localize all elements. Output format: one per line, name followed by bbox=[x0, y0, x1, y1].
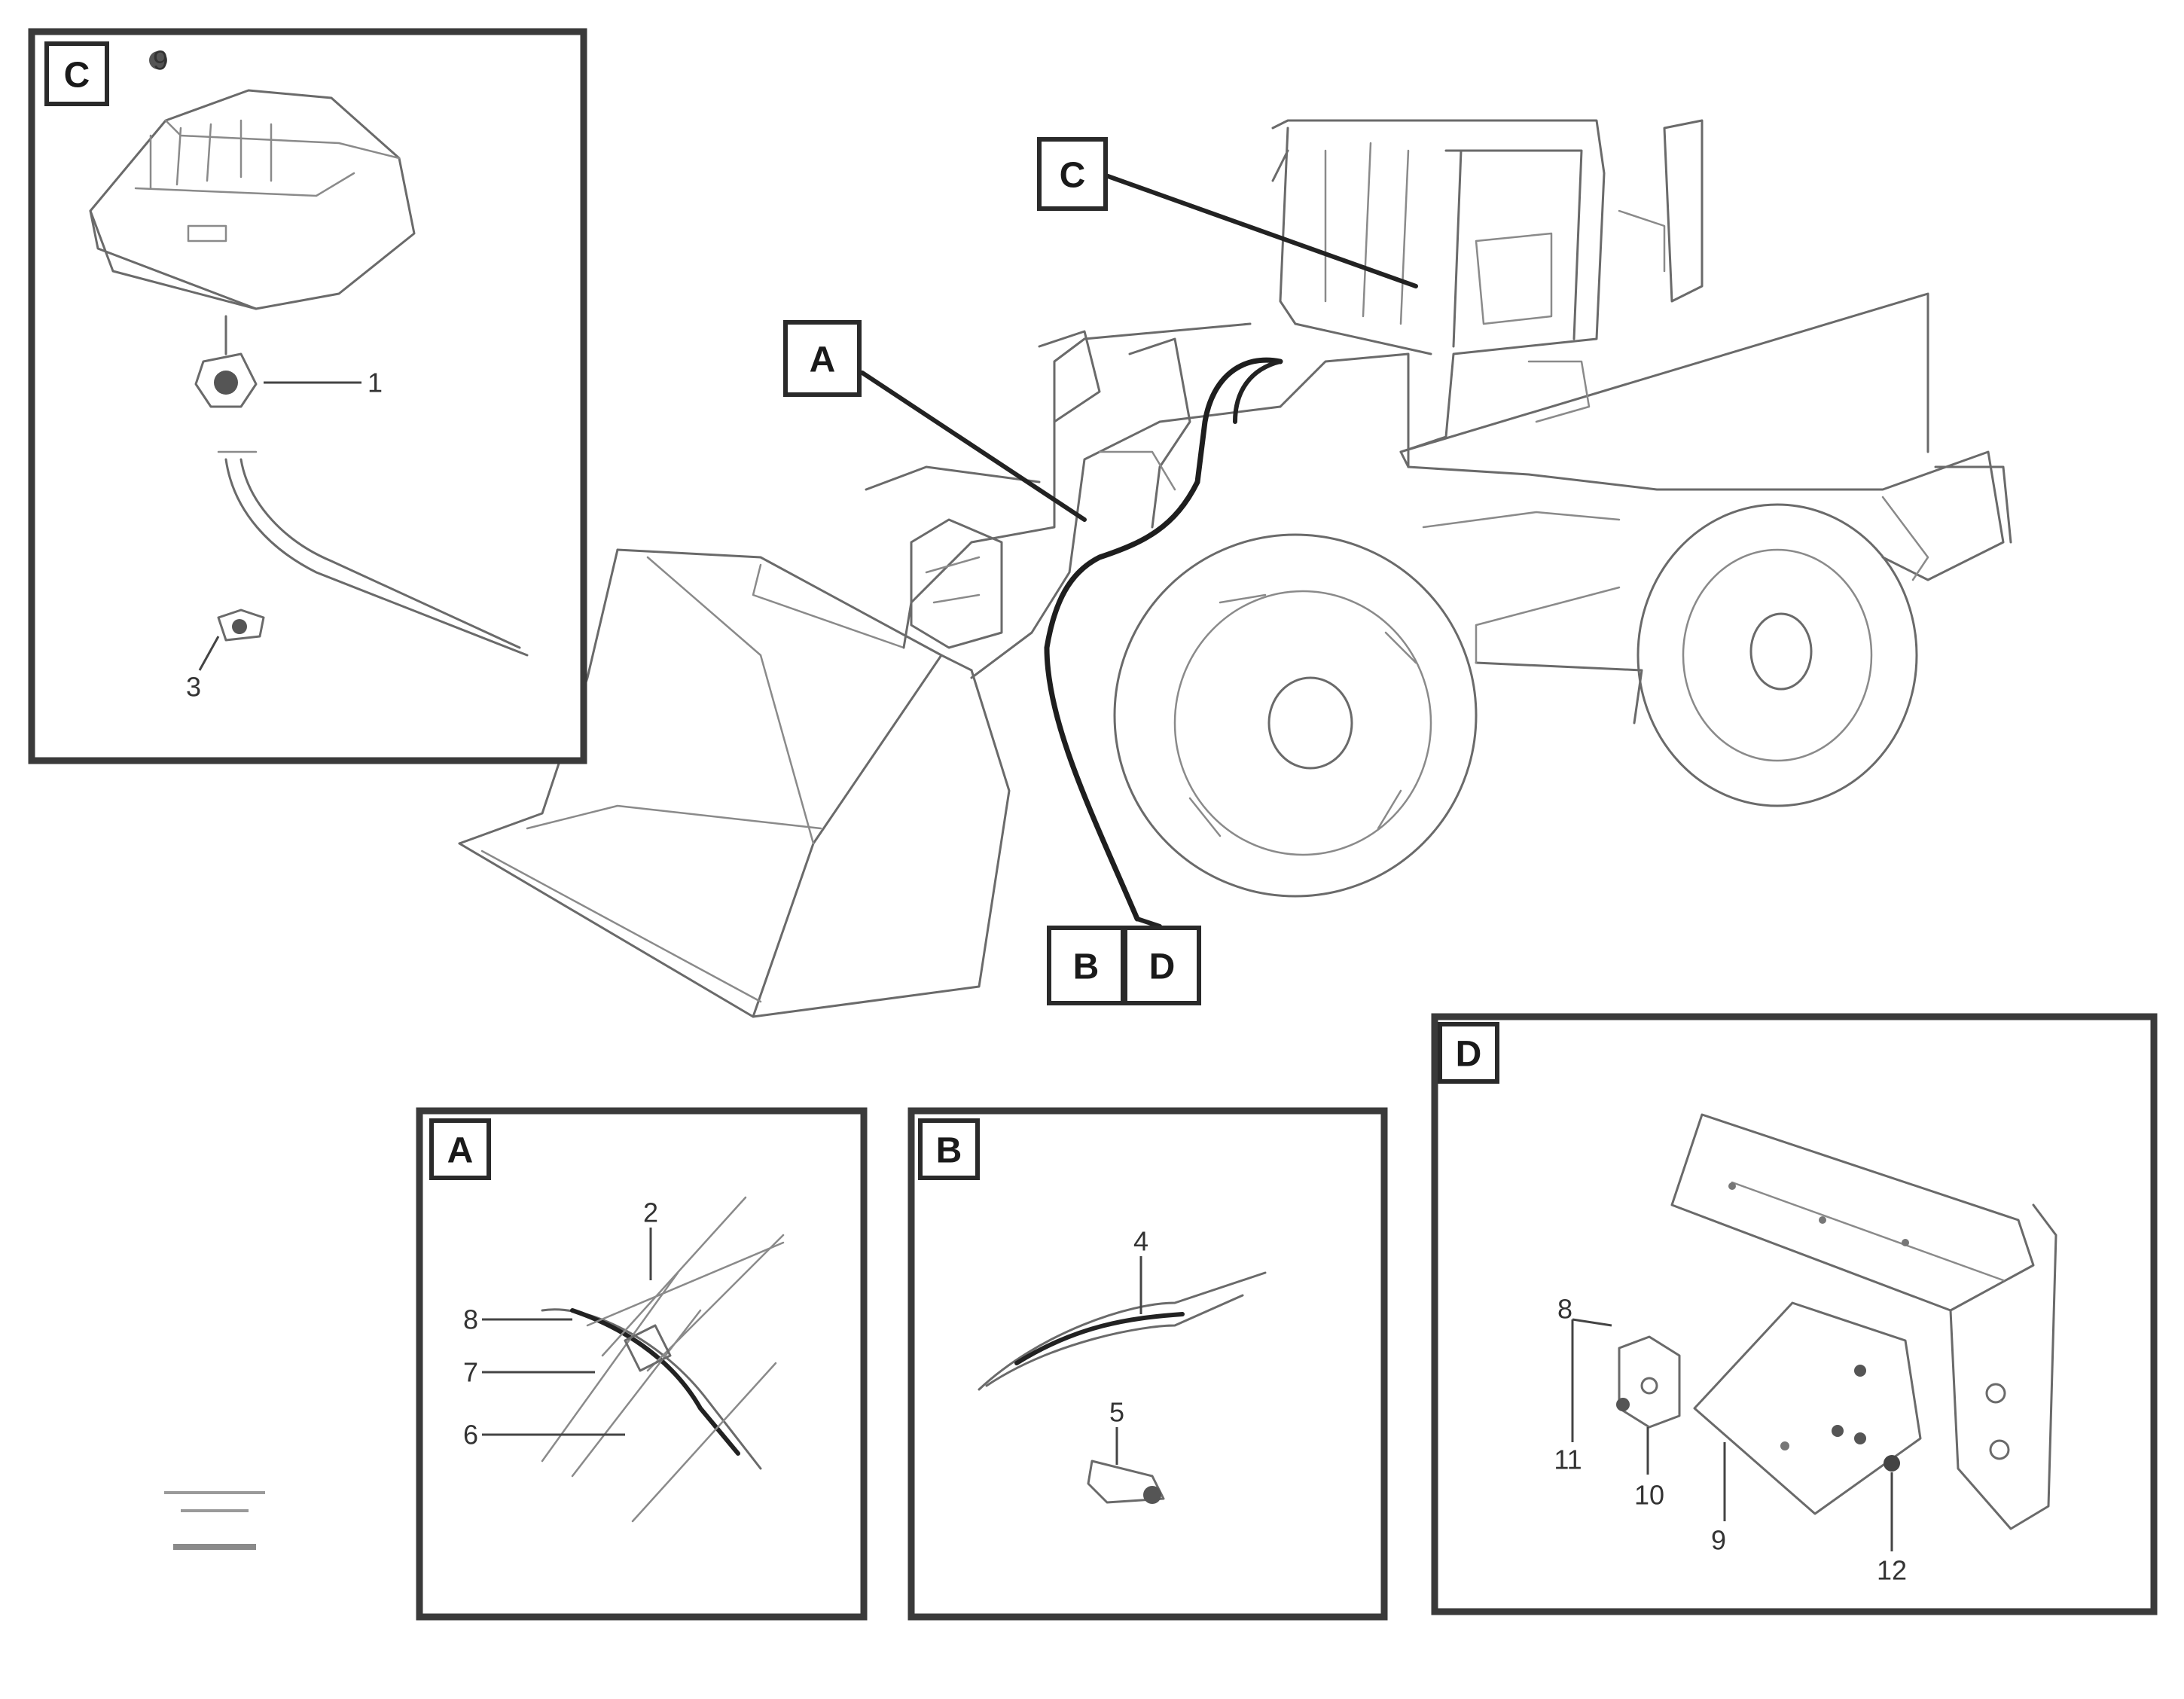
part-number-d-9: 9 bbox=[1711, 1525, 1726, 1556]
wheel-loader-illustration bbox=[458, 119, 2012, 1018]
detail-panel-d: D 8 11 10 bbox=[1431, 1013, 2158, 1615]
detail-panel-c: C 9 1 3 bbox=[28, 28, 587, 764]
callout-label-d: D bbox=[1149, 947, 1176, 987]
part-number-d-11: 11 bbox=[1554, 1444, 1582, 1475]
part-number-a-6: 6 bbox=[463, 1420, 478, 1450]
leader-line-d bbox=[1135, 917, 1162, 929]
part-number-c-1: 1 bbox=[368, 368, 383, 398]
detail-a-label: A bbox=[447, 1131, 474, 1171]
detail-b-label: B bbox=[936, 1131, 962, 1171]
rear-wheel bbox=[1636, 503, 1918, 807]
mounting-bracket-illustration bbox=[1670, 1113, 2057, 1530]
loader-body bbox=[1279, 292, 2012, 724]
front-wheel bbox=[1113, 533, 1478, 898]
detail-c-label: C bbox=[64, 56, 90, 96]
callout-label-b: B bbox=[1073, 947, 1100, 987]
part-number-d-12: 12 bbox=[1877, 1555, 1907, 1586]
callout-tag-a: A bbox=[783, 320, 862, 397]
connector-part-illustration bbox=[217, 609, 265, 642]
part-number-d-10: 10 bbox=[1634, 1480, 1664, 1511]
lift-arm bbox=[865, 322, 1282, 679]
switch-part-illustration bbox=[194, 315, 258, 408]
clamp-plate-illustration bbox=[1693, 1301, 1922, 1515]
part-number-d-8: 8 bbox=[1557, 1294, 1572, 1325]
part-number-a-7: 7 bbox=[463, 1357, 478, 1388]
nut-12 bbox=[1884, 1455, 1900, 1472]
callout-label-a: A bbox=[810, 340, 836, 380]
hose-clamp-illustration bbox=[541, 1196, 785, 1523]
cable-part-illustration bbox=[217, 450, 529, 657]
reference-stamp bbox=[164, 1491, 265, 1550]
hydraulic-hose-route bbox=[1044, 357, 1283, 922]
part-number-a-8: 8 bbox=[463, 1304, 478, 1335]
callout-tag-c: C bbox=[1037, 137, 1108, 211]
callout-tag-d: D bbox=[1123, 926, 1201, 1005]
control-panel-illustration bbox=[89, 51, 416, 310]
hose-guard-illustration bbox=[978, 1271, 1267, 1391]
operator-cab bbox=[1271, 119, 1704, 453]
detail-panel-a: A 2 8 7 6 bbox=[416, 1107, 868, 1621]
leader-c-3 bbox=[198, 636, 220, 671]
leader-line-c bbox=[1097, 171, 1418, 288]
part-number-b-4: 4 bbox=[1133, 1226, 1148, 1257]
part-number-c-9: 9 bbox=[153, 45, 168, 76]
part-number-b-5: 5 bbox=[1109, 1397, 1124, 1428]
overview-leader-lines bbox=[860, 171, 1418, 929]
part-number-a-2: 2 bbox=[643, 1197, 658, 1228]
part-number-c-3: 3 bbox=[186, 672, 201, 703]
leader-d-8 bbox=[1572, 1318, 1612, 1327]
detail-d-label: D bbox=[1456, 1035, 1482, 1075]
bolt-illustration bbox=[1087, 1460, 1165, 1504]
leader-line-a bbox=[860, 371, 1087, 522]
spacer-block-illustration bbox=[1616, 1335, 1681, 1429]
callout-label-c: C bbox=[1060, 156, 1086, 196]
detail-panel-b: B 4 5 bbox=[907, 1107, 1388, 1621]
callout-tag-b: B bbox=[1047, 926, 1125, 1005]
loader-bucket bbox=[458, 548, 1011, 1018]
